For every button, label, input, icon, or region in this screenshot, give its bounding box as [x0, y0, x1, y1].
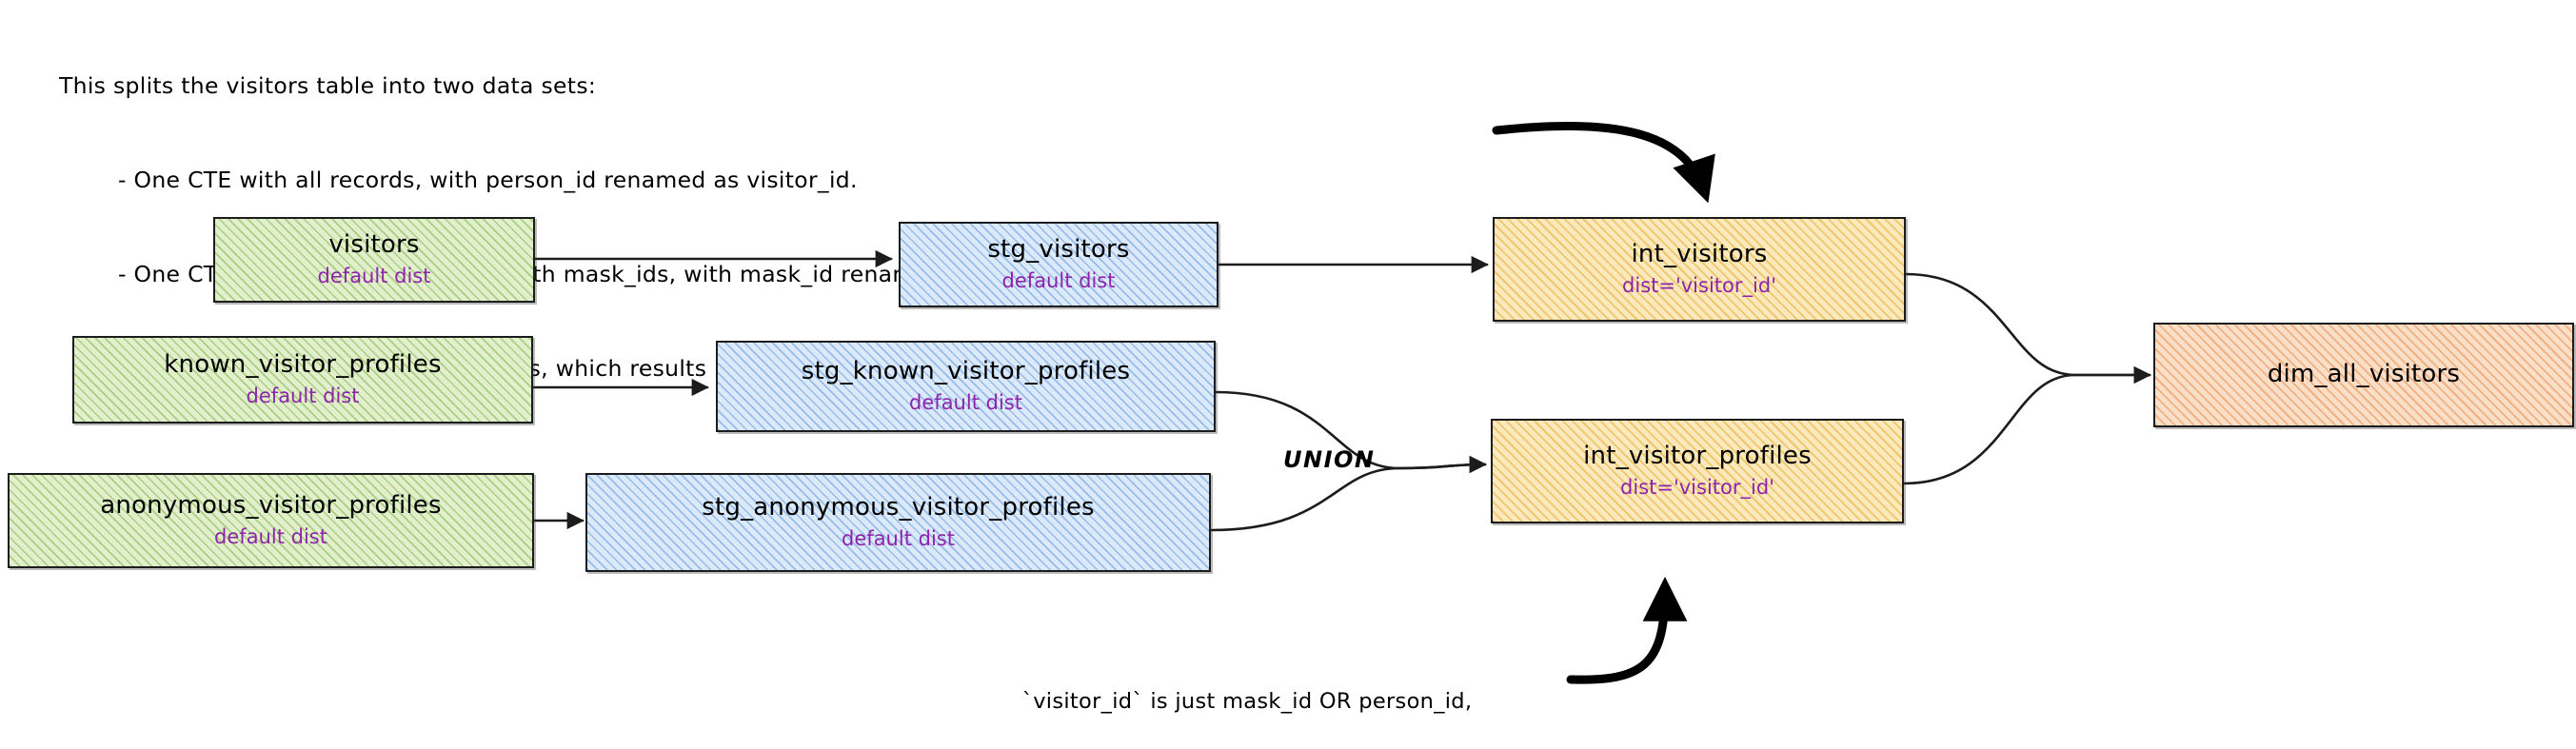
annotation-arrow-top — [1492, 121, 1715, 204]
node-stg-known-visitor-profiles-subtitle: default dist — [909, 390, 1022, 414]
bottom-note-line-1: `visitor_id` is just mask_id OR person_i… — [1021, 689, 1473, 714]
node-stg-anonymous-visitor-profiles[interactable]: stg_anonymous_visitor_profiles default d… — [585, 473, 1211, 572]
node-int-visitors-title: int_visitors — [1631, 240, 1768, 269]
edge-int-visitor-profiles-to-dim — [1902, 365, 2151, 485]
node-anonymous-visitor-profiles-title: anonymous_visitor_profiles — [100, 491, 442, 521]
node-int-visitor-profiles-title: int_visitor_profiles — [1583, 442, 1812, 471]
header-note-line-1: This splits the visitors table into two … — [59, 72, 597, 99]
node-known-visitor-profiles-subtitle: default dist — [246, 384, 360, 407]
node-anonymous-visitor-profiles[interactable]: anonymous_visitor_profiles default dist — [8, 473, 534, 568]
node-anonymous-visitor-profiles-subtitle: default dist — [214, 524, 327, 548]
edge-stg-anonymous-to-int-visitor-profiles — [1209, 455, 1487, 532]
node-stg-anonymous-visitor-profiles-subtitle: default dist — [842, 526, 955, 550]
annotation-arrow-bottom — [1566, 576, 1688, 684]
node-known-visitor-profiles-title: known_visitor_profiles — [164, 350, 442, 380]
node-dim-all-visitors[interactable]: dim_all_visitors — [2153, 323, 2574, 427]
node-stg-visitors-title: stg_visitors — [987, 235, 1130, 265]
node-stg-known-visitor-profiles[interactable]: stg_known_visitor_profiles default dist — [716, 341, 1216, 432]
header-note-bullet-1: - One CTE with all records, with person_… — [118, 167, 858, 193]
node-int-visitor-profiles[interactable]: int_visitor_profiles dist='visitor_id' — [1491, 419, 1904, 523]
node-int-visitors-subtitle: dist='visitor_id' — [1622, 273, 1776, 297]
bottom-annotation-text: `visitor_id` is just mask_id OR person_i… — [933, 628, 1561, 749]
node-int-visitors[interactable]: int_visitors dist='visitor_id' — [1493, 217, 1906, 322]
edge-int-visitors-to-dim — [1904, 272, 2151, 384]
node-known-visitor-profiles[interactable]: known_visitor_profiles default dist — [72, 336, 533, 424]
node-stg-known-visitor-profiles-title: stg_known_visitor_profiles — [801, 357, 1131, 386]
node-visitors[interactable]: visitors default dist — [213, 217, 535, 303]
node-dim-all-visitors-title: dim_all_visitors — [2267, 360, 2461, 389]
node-stg-visitors[interactable]: stg_visitors default dist — [899, 222, 1219, 307]
node-visitors-title: visitors — [328, 230, 420, 260]
node-int-visitor-profiles-subtitle: dist='visitor_id' — [1620, 475, 1774, 499]
edge-label-union: UNION — [1283, 446, 1376, 473]
node-stg-anonymous-visitor-profiles-title: stg_anonymous_visitor_profiles — [702, 493, 1095, 522]
node-stg-visitors-subtitle: default dist — [1001, 268, 1116, 292]
node-visitors-subtitle: default dist — [317, 264, 431, 287]
